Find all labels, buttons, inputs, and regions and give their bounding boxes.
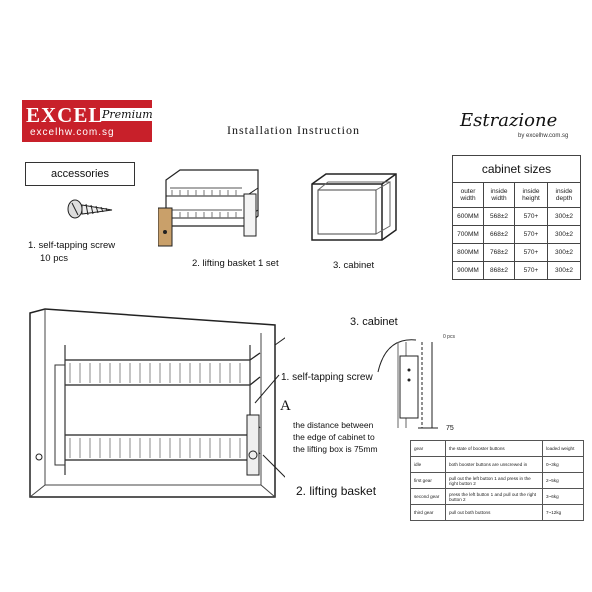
- logo-tagline: Premium: [100, 108, 155, 121]
- table-cell: 7~12kg: [542, 504, 584, 521]
- table-cell: 570+: [514, 207, 548, 226]
- accessory-cabinet-label: 3. cabinet: [333, 260, 375, 271]
- table-cell: third gear: [410, 504, 446, 521]
- page-title: Installation Instruction: [227, 123, 360, 137]
- screw-icon: [67, 199, 113, 219]
- col-header: loaded weight: [542, 440, 584, 457]
- detail-a-drawing: [377, 339, 438, 429]
- table-cell: press the left button 1 and pull out the…: [445, 488, 543, 505]
- table-row: 900MM 868±2 570+ 300±2: [452, 261, 581, 280]
- distance-note-line: the edge of cabinet to: [293, 432, 375, 442]
- col-header: inside width: [483, 182, 515, 208]
- diagram-basket-label: 2. lifting basket: [296, 484, 377, 498]
- table-cell: 3~6kg: [542, 488, 584, 505]
- detail-small-note: 0 pcs: [443, 334, 455, 340]
- accessory-basket-label: 2. lifting basket 1 set: [192, 258, 279, 269]
- brand-name: Estrazione: [460, 110, 558, 131]
- table-cell: 568±2: [483, 207, 515, 226]
- col-header: inside depth: [547, 182, 581, 208]
- table-row: idle both booster buttons are unscrewed …: [410, 456, 584, 473]
- table-row: 700MM 668±2 570+ 300±2: [452, 225, 581, 244]
- table-cell: idle: [410, 456, 446, 473]
- table-cell: 570+: [514, 225, 548, 244]
- distance-note-line: the lifting box is 75mm: [293, 444, 378, 454]
- accessory-screw-qty: 10 pcs: [40, 253, 68, 264]
- accessory-screw-label: 1. self-tapping screw: [28, 240, 116, 251]
- accessories-heading: accessories: [25, 162, 135, 186]
- col-header: the state of booster buttons: [445, 440, 543, 457]
- table-cell: both booster buttons are unscrewed in: [445, 456, 543, 473]
- col-header: gear: [410, 440, 446, 457]
- table-cell: 700MM: [452, 225, 484, 244]
- cabinet-icon: [311, 173, 397, 241]
- distance-note-line: the distance between: [293, 420, 374, 430]
- table-row: third gear pull out both buttons 7~12kg: [410, 504, 584, 521]
- table-cell: pull out the left button 1 and press in …: [445, 472, 543, 489]
- table-row: second gear press the left button 1 and …: [410, 488, 584, 505]
- table-cell: 800MM: [452, 243, 484, 262]
- col-header: outer width: [452, 182, 484, 208]
- table-cell: pull out both buttons: [445, 504, 543, 521]
- table-row: 800MM 768±2 570+ 300±2: [452, 243, 581, 262]
- table-cell: 0~3kg: [542, 456, 584, 473]
- excel-logo: [22, 100, 152, 142]
- gear-operations-table: gear the state of booster buttons loaded…: [410, 440, 584, 521]
- cabinet-sizes-table: cabinet sizes outer width inside width i…: [452, 155, 581, 280]
- table-cell: 300±2: [547, 207, 581, 226]
- table-cell: 300±2: [547, 243, 581, 262]
- dimension-75: 75: [446, 425, 454, 432]
- logo-text: EXCEL: [26, 103, 104, 127]
- table-cell: 300±2: [547, 261, 581, 280]
- table-cell: 570+: [514, 243, 548, 262]
- diagram-cabinet-label: 3. cabinet: [350, 316, 398, 328]
- table-cell: first gear: [410, 472, 446, 489]
- table-cell: 668±2: [483, 225, 515, 244]
- detail-marker: A: [280, 398, 291, 414]
- lifting-basket-icon: [158, 169, 259, 247]
- table-cell: 900MM: [452, 261, 484, 280]
- table-cell: second gear: [410, 488, 446, 505]
- table-cell: 2~5kg: [542, 472, 584, 489]
- col-header: inside height: [514, 182, 548, 208]
- cabinet-sizes-title: cabinet sizes: [452, 155, 581, 183]
- logo-url: excelhw.com.sg: [30, 127, 115, 138]
- table-cell: 570+: [514, 261, 548, 280]
- diagram-screw-label: 1. self-tapping screw: [281, 372, 373, 383]
- installation-diagram: [29, 308, 285, 498]
- table-cell: 300±2: [547, 225, 581, 244]
- table-row: first gear pull out the left button 1 an…: [410, 472, 584, 489]
- table-row: 600MM 568±2 570+ 300±2: [452, 207, 581, 226]
- table-cell: 868±2: [483, 261, 515, 280]
- table-cell: 768±2: [483, 243, 515, 262]
- table-cell: 600MM: [452, 207, 484, 226]
- table-header-row: gear the state of booster buttons loaded…: [410, 440, 584, 457]
- brand-sub: by excelhw.com.sg: [518, 133, 569, 139]
